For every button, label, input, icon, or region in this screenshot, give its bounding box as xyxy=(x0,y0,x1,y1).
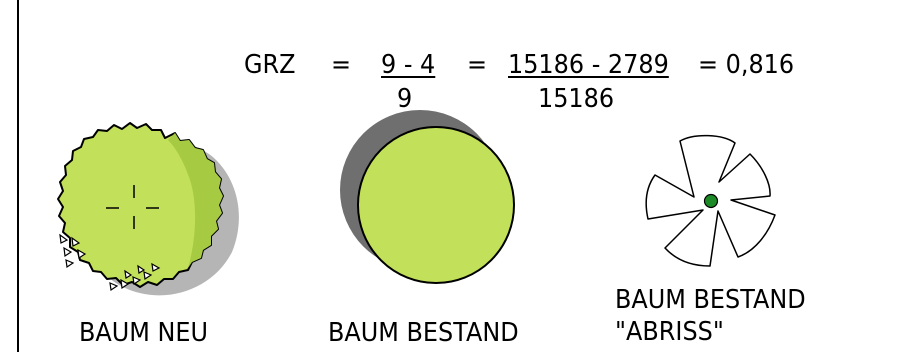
label-baum-neu: BAUM NEU xyxy=(79,318,209,348)
new-tree-center-cross xyxy=(106,185,159,229)
frame-border-line xyxy=(17,0,19,352)
removed-tree-icon xyxy=(645,134,776,267)
existing-tree-canopy xyxy=(357,126,515,284)
formula-lhs: GRZ xyxy=(244,50,296,80)
new-tree-icon xyxy=(57,122,239,296)
label-baum-bestand: BAUM BESTAND xyxy=(328,318,519,348)
new-tree-canopy-shaded-side xyxy=(168,133,223,268)
removed-tree-trunk xyxy=(703,193,719,209)
existing-tree-icon xyxy=(340,110,515,284)
label-baum-bestand-abriss-line2: "ABRISS" xyxy=(615,317,724,347)
formula-fraction-1-denominator: 9 xyxy=(397,84,413,114)
formula-fraction-1-numerator: 9 - 4 xyxy=(381,50,436,80)
formula-fraction-2-denominator: 15186 xyxy=(538,84,615,114)
label-baum-bestand-abriss-line1: BAUM BESTAND xyxy=(615,285,806,315)
formula-equals-2: = xyxy=(467,50,488,80)
new-tree-leaf-marks xyxy=(59,233,161,292)
formula-equals-1: = xyxy=(331,50,352,80)
formula-result: = 0,816 xyxy=(698,50,795,80)
formula-fraction-2-numerator: 15186 - 2789 xyxy=(508,50,669,80)
